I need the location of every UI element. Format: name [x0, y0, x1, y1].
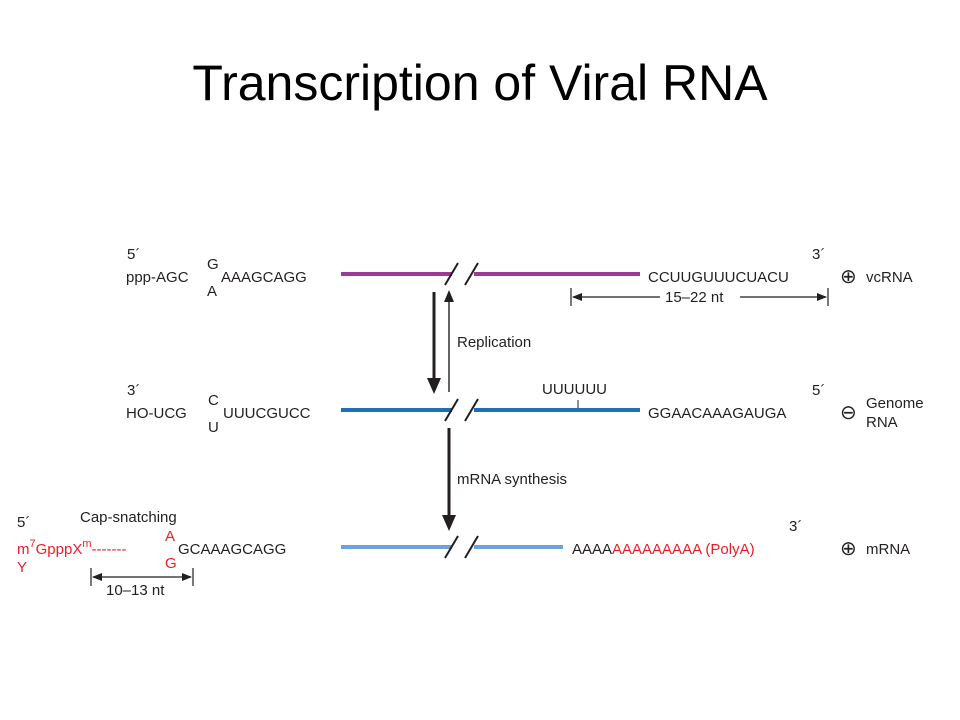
vcrna-span-arrowhead-right	[817, 293, 827, 301]
genome-label-line1: Genome	[866, 395, 924, 412]
mrna-cap-snatching-label: Cap-snatching	[80, 509, 177, 526]
vcrna-break-mark-1	[444, 262, 459, 286]
mrna-span-label: 10–13 nt	[106, 582, 165, 599]
mrna-label: mRNA	[866, 541, 910, 558]
genome-break-mark-1	[444, 398, 459, 422]
vcrna-seq-left: AAAGCAGG	[221, 269, 307, 286]
genome-seq-left: UUUCGUCC	[223, 405, 311, 422]
mrna-synthesis-label: mRNA synthesis	[457, 471, 567, 488]
vcrna-span-arrowhead-left	[572, 293, 582, 301]
vcrna-bulge-top: G	[207, 256, 219, 273]
vcrna-three-prime: 3´	[812, 246, 825, 263]
vcrna-bulge-bottom: A	[207, 283, 217, 300]
vcrna-five-prime: 5´	[127, 246, 140, 263]
mrna-seq-right: AAAAAAAAAAAAA (PolyA)	[572, 541, 755, 558]
genome-row: 3´ HO-UCG C U UUUCGUCC UUUUUU GGAACAAAGA…	[126, 381, 924, 436]
mrna-break-mark-1	[444, 535, 459, 559]
mrna-break-mark-2	[464, 535, 479, 559]
genome-label-line2: RNA	[866, 414, 898, 431]
slide-title: Transcription of Viral RNA	[192, 55, 768, 111]
genome-seq-right: GGAACAAAGAUGA	[648, 405, 786, 422]
mrna-span-arrowhead-left	[92, 573, 102, 581]
genome-bulge-bottom: U	[208, 419, 219, 436]
mrna-cap-sequence: m7GpppXm-------	[17, 538, 126, 558]
genome-bulge-top: C	[208, 392, 219, 409]
vcrna-prefix: ppp-AGC	[126, 269, 189, 286]
genome-sense-symbol: ⊖	[840, 402, 857, 424]
mrna-three-prime: 3´	[789, 518, 802, 535]
mrna-bulge-bottom: G	[165, 555, 177, 572]
genome-prefix: HO-UCG	[126, 405, 187, 422]
vcrna-seq-right: CCUUGUUUCUACU	[648, 269, 789, 286]
mrna-row: 5´ Cap-snatching m7GpppXm------- Y A G G…	[17, 509, 910, 599]
genome-five-prime: 5´	[812, 382, 825, 399]
mrna-synthesis-arrowhead	[442, 515, 456, 531]
mrna-synthesis-arrow: mRNA synthesis	[442, 428, 567, 531]
mrna-cap-y: Y	[17, 559, 27, 576]
genome-break-mark-2	[464, 398, 479, 422]
vcrna-span-label: 15–22 nt	[665, 289, 724, 306]
genome-polyu: UUUUUU	[542, 381, 607, 398]
mrna-sense-symbol: ⊕	[840, 538, 857, 560]
vcrna-label: vcRNA	[866, 269, 913, 286]
replication-arrow-down-head	[427, 378, 441, 394]
replication-arrow-up-head	[444, 290, 454, 302]
vcrna-sense-symbol: ⊕	[840, 266, 857, 288]
mrna-five-prime: 5´	[17, 514, 30, 531]
mrna-span-arrowhead-right	[182, 573, 192, 581]
mrna-bulge-top: A	[165, 528, 175, 545]
vcrna-break-mark-2	[464, 262, 479, 286]
genome-three-prime: 3´	[127, 382, 140, 399]
replication-arrows: Replication	[427, 290, 531, 394]
mrna-seq-left: GCAAAGCAGG	[178, 541, 286, 558]
replication-label: Replication	[457, 334, 531, 351]
vcrna-row: 5´ ppp-AGC G A AAAGCAGG CCUUGUUUCUACU 3´…	[126, 246, 913, 306]
